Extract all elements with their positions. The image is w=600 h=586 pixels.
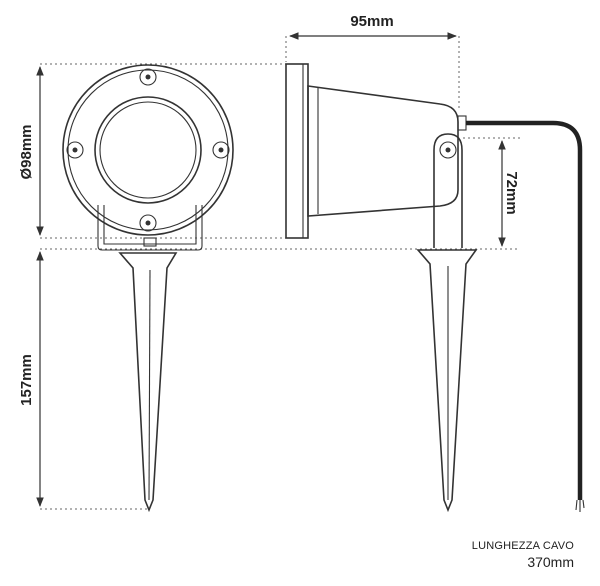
side-view [285,63,585,513]
screw-icon [212,141,230,159]
width-label: 95mm [350,13,393,30]
dimension-arrows [36,32,506,507]
lamp-body [307,85,459,217]
height-label: 72mm [503,171,520,214]
screw-icon [139,68,157,86]
front-view [62,64,234,513]
side-ground-spike [416,249,478,513]
lamp-outer-ring [62,64,234,236]
spike-label: 157mm [18,354,35,406]
cable-note-title: LUNGHEZZA CAVO [472,540,574,552]
cable-note-value: 370mm [527,554,574,570]
lamp-lens [94,96,202,204]
pivot-knob [439,141,457,159]
front-ground-spike [118,252,178,513]
screw-icon [139,214,157,232]
diameter-label: Ø98mm [18,124,35,179]
screw-icon [66,141,84,159]
dimension-guides [40,36,520,510]
cable-length-note: LUNGHEZZA CAVO 370mm [472,540,574,570]
